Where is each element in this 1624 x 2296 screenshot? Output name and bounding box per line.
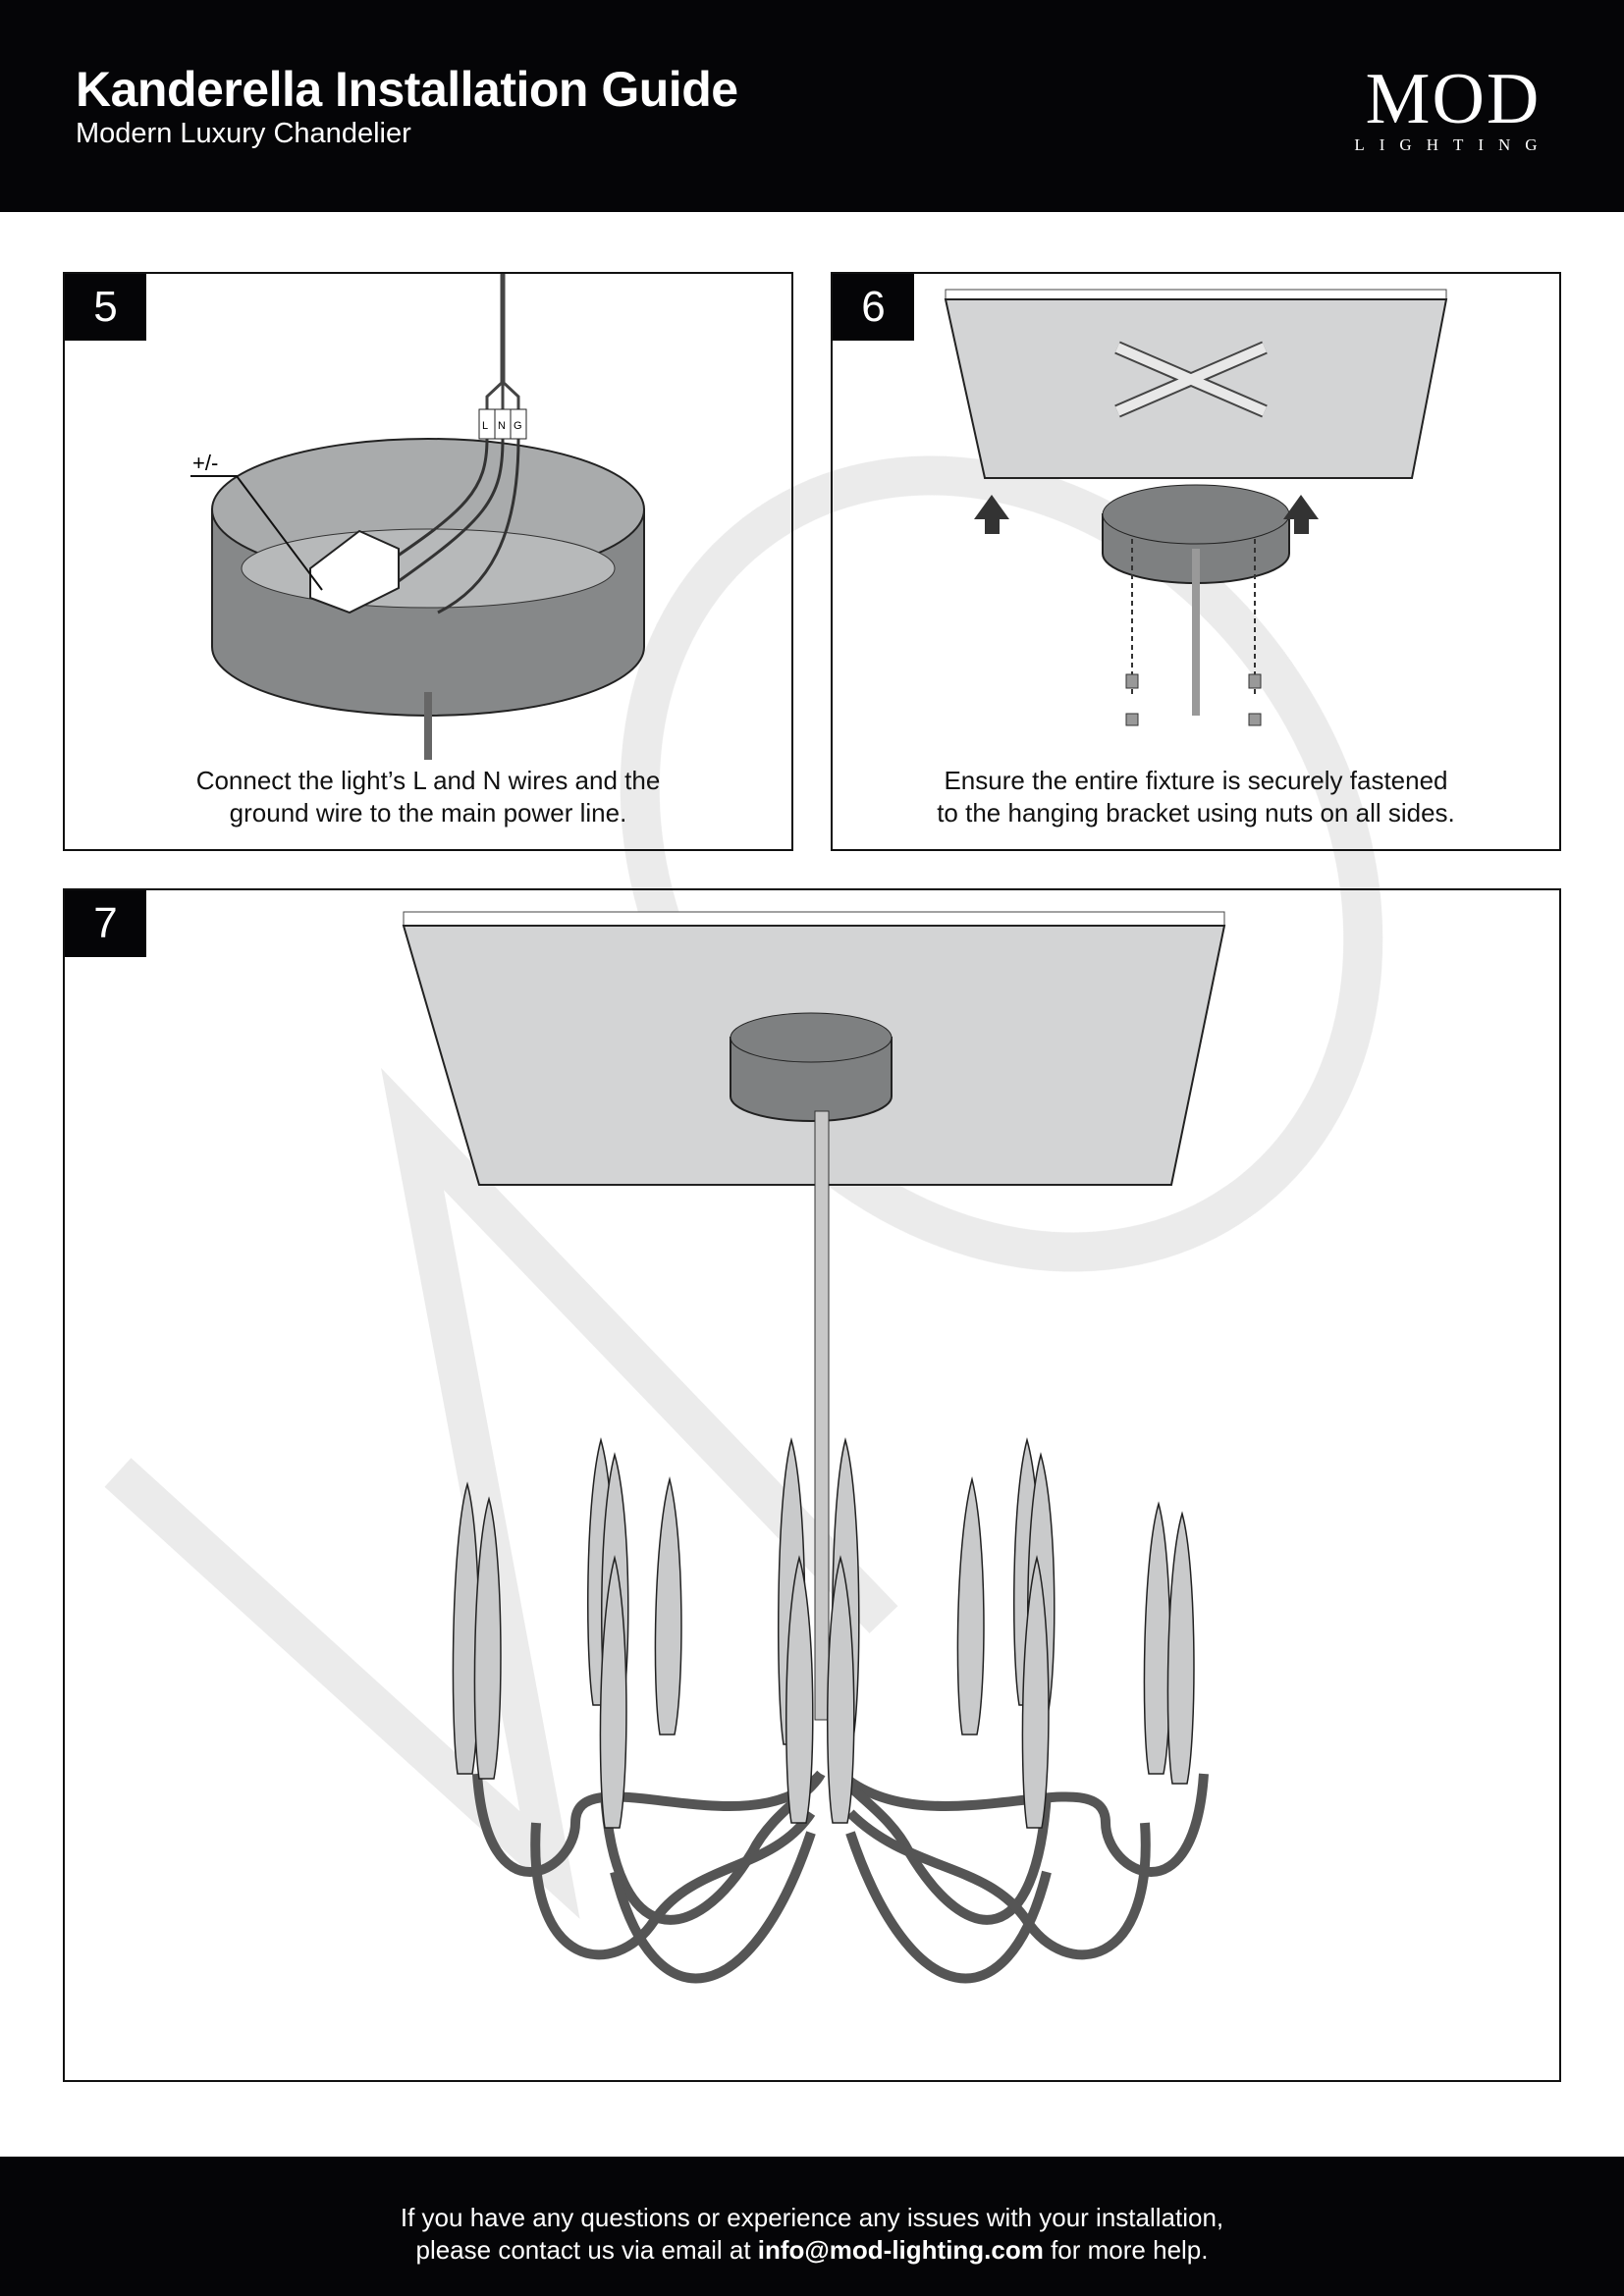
support-email-link[interactable]: info@mod-lighting.com [757,2235,1044,2265]
step-6-caption: Ensure the entire fixture is securely fa… [937,766,1455,828]
step-number: 6 [833,274,914,341]
bracket-mounting-illustration [944,289,1448,726]
step-5-panel: L N G +/- Connect the light’s L and N wi… [63,272,793,851]
polarity-label: +/- [192,451,218,475]
glass-shades [452,1437,1195,1829]
page-footer: If you have any questions or experience … [0,2157,1624,2296]
page-header: Kanderella Installation Guide Modern Lux… [0,0,1624,212]
step-number: 7 [65,890,146,957]
ground-label: G [514,420,522,432]
footer-line-1: If you have any questions or experience … [400,2203,1224,2232]
up-arrow-icon [1283,495,1319,534]
neutral-label: N [498,420,506,432]
footer-line-2: please contact us via email at info@mod-… [415,2235,1209,2265]
brand-logo: MOD LIGHTING [1354,59,1552,154]
step-6-panel: Ensure the entire fixture is securely fa… [831,272,1561,851]
page-subtitle: Modern Luxury Chandelier [76,118,411,149]
up-arrow-icon [974,495,1009,534]
page-title: Kanderella Installation Guide [76,62,738,117]
live-label: L [482,420,488,432]
canopy-wiring-illustration: L N G +/- [190,274,645,760]
step-5-caption: Connect the light’s L and N wires and th… [195,766,661,828]
step-number: 5 [65,274,146,341]
step-7-panel: 7 [63,888,1561,2082]
installed-chandelier-illustration [402,911,1226,1984]
